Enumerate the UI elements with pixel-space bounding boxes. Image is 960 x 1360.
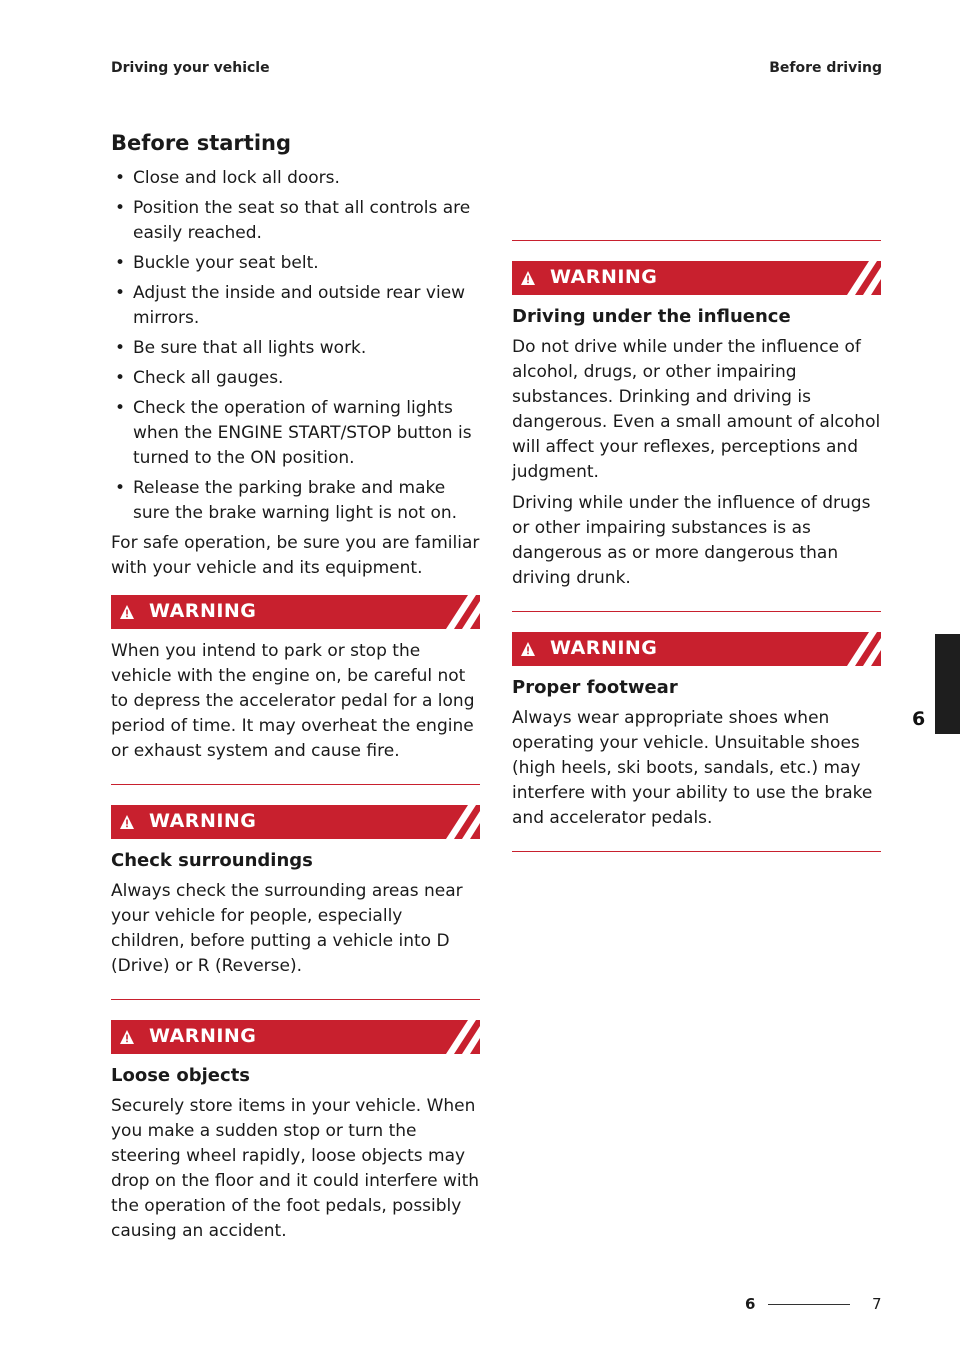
section-divider <box>512 240 881 241</box>
warning-triangle-icon <box>521 642 535 656</box>
section-divider <box>111 999 480 1000</box>
warning-label: WARNING <box>550 266 658 288</box>
warning-triangle-icon <box>120 1030 134 1044</box>
running-header-topic: Before driving <box>769 60 882 76</box>
bullet-icon: • <box>115 398 126 418</box>
list-item: •Close and lock all doors. <box>111 166 480 191</box>
warning-title: Proper footwear <box>512 677 678 698</box>
warning-text: When you intend to park or stop the vehi… <box>111 641 475 761</box>
warning-banner: WARNING <box>111 1020 480 1054</box>
warning-triangle-icon <box>120 815 134 829</box>
bullet-icon: • <box>115 338 126 358</box>
section-divider <box>111 784 480 785</box>
bullet-icon: • <box>115 198 126 218</box>
warning-title: Loose objects <box>111 1065 251 1086</box>
warning-text: Securely store items in your vehicle. Wh… <box>111 1096 480 1241</box>
right-column: WARNING Driving under the influence Do n… <box>512 240 881 872</box>
section-title: Before starting <box>111 131 292 155</box>
section-divider <box>512 851 881 852</box>
warning-triangle-icon <box>521 271 535 285</box>
footer-chapter-number: 6 <box>745 1295 756 1313</box>
running-header-section: Driving your vehicle <box>111 60 270 76</box>
footer-page-number: 7 <box>872 1295 882 1313</box>
warning-text: Always wear appropriate shoes when opera… <box>512 708 873 828</box>
list-item: •Check the operation of warning lights w… <box>115 398 472 468</box>
hazard-stripes-icon <box>446 805 480 839</box>
bullet-icon: • <box>115 478 126 498</box>
warning-banner: WARNING <box>111 595 480 629</box>
list-item: •Position the seat so that all controls … <box>115 198 471 243</box>
hazard-stripes-icon <box>847 261 881 295</box>
warning-title: Check surroundings <box>111 850 313 871</box>
chapter-tab-number: 6 <box>912 708 926 730</box>
list-item: •Be sure that all lights work. <box>111 336 480 361</box>
bullet-icon: • <box>115 168 126 188</box>
warning-banner: WARNING <box>512 261 881 295</box>
hazard-stripes-icon <box>446 1020 480 1054</box>
hazard-stripes-icon <box>847 632 881 666</box>
list-item: •Adjust the inside and outside rear view… <box>115 283 466 328</box>
warning-label: WARNING <box>550 637 658 659</box>
warning-text: Do not drive while under the influence o… <box>512 337 881 482</box>
safety-paragraph: For safe operation, be sure you are fami… <box>111 533 480 578</box>
warning-text: Always check the surrounding areas near … <box>111 881 463 976</box>
list-item: •Buckle your seat belt. <box>111 251 480 276</box>
footer-divider <box>768 1304 850 1305</box>
list-item: •Release the parking brake and make sure… <box>115 478 458 523</box>
bullet-icon: • <box>115 368 126 388</box>
warning-banner: WARNING <box>512 632 881 666</box>
list-item: •Check all gauges. <box>111 366 480 391</box>
warning-label: WARNING <box>149 600 257 622</box>
checklist: •Close and lock all doors. •Position the… <box>111 166 480 526</box>
warning-label: WARNING <box>149 1025 257 1047</box>
warning-text: Driving while under the influence of dru… <box>512 493 871 588</box>
warning-label: WARNING <box>149 810 257 832</box>
bullet-icon: • <box>115 253 126 273</box>
chapter-tab <box>935 634 960 734</box>
hazard-stripes-icon <box>446 595 480 629</box>
bullet-icon: • <box>115 283 126 303</box>
section-divider <box>512 611 881 612</box>
warning-title: Driving under the influence <box>512 306 791 327</box>
warning-banner: WARNING <box>111 805 480 839</box>
warning-triangle-icon <box>120 605 134 619</box>
left-column: Before starting •Close and lock all door… <box>111 130 480 1250</box>
